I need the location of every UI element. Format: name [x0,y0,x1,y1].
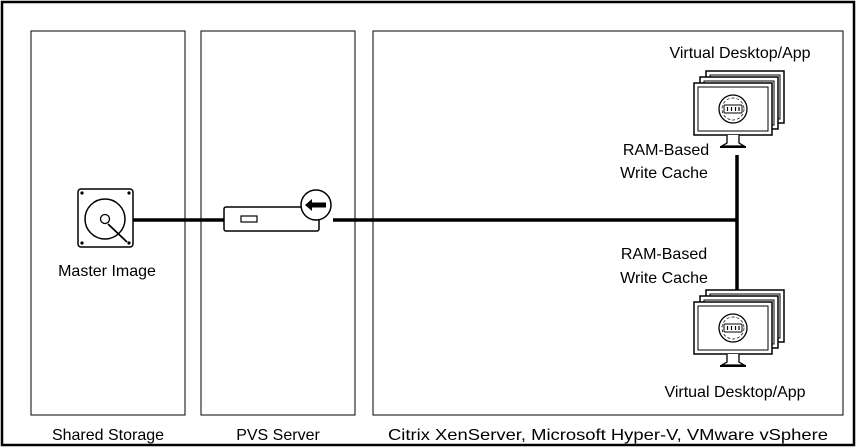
cache-bottom-line1: RAM-Based [621,246,707,263]
zone-label-shared-storage: Shared Storage [52,427,164,444]
zone-label-hypervisors: Citrix XenServer, Microsoft Hyper-V, VMw… [388,427,828,444]
cache-bottom-line2: Write Cache [620,270,708,287]
vd-top-label: Virtual Desktop/App [669,45,810,62]
vd-bottom-label: Virtual Desktop/App [664,384,805,401]
hard-disk-icon [77,188,134,248]
master-image-label: Master Image [58,263,156,280]
monitor-stack-icon [693,70,785,148]
cache-top-line2: Write Cache [620,165,708,182]
cache-top-line1: RAM-Based [623,142,709,159]
zone-label-pvs-server: PVS Server [236,427,320,444]
stream-arrow-icon [300,189,332,221]
monitor-stack-icon [693,289,785,367]
